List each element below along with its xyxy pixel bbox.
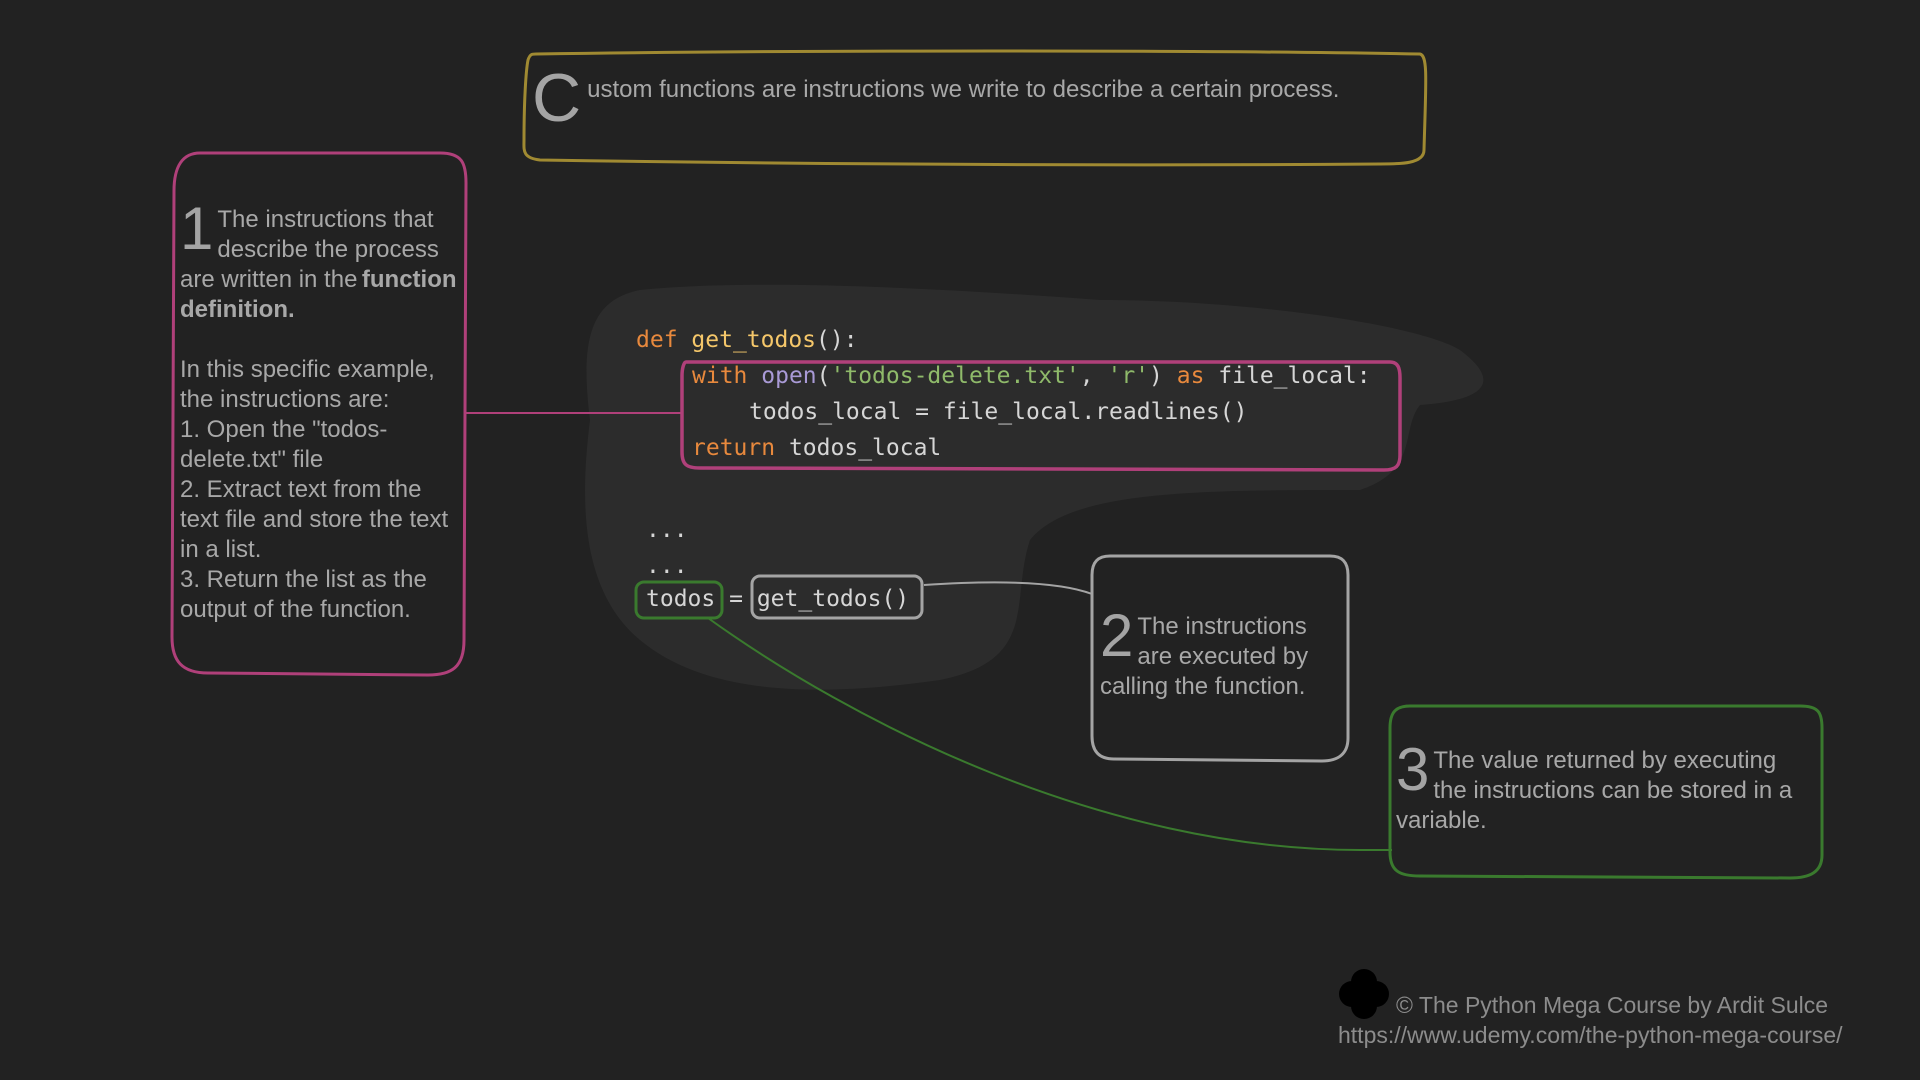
title-text: ustom functions are instructions we writ… [587,76,1340,103]
note1-step3: 3. Return the list as the output of the … [180,566,427,623]
note1-number: 1 [180,195,214,262]
code-def-rest: (): [816,327,858,353]
code-line-readlines: todos_local = file_local.readlines() [749,394,1248,430]
footer-url[interactable]: https://www.udemy.com/the-python-mega-co… [1338,1022,1843,1048]
code-file-var: file_local: [1218,363,1371,389]
code-def-keyword: def [636,327,678,353]
note2-box: 2 The instructions are executed by calli… [1100,602,1336,702]
code-assign-var: todos [646,586,716,612]
code-readlines-statement: todos_local = file_local.readlines() [749,399,1248,425]
code-ellipsis-2: ... [646,553,688,579]
code-with-keyword: with [692,363,748,389]
definition-box-border [680,360,1402,472]
note2-number: 2 [1100,602,1134,669]
note2-box-border [1090,554,1350,763]
code-mode-string: 'r' [1107,363,1150,389]
note1-box-border [170,151,468,677]
logo-icon [1339,969,1389,1019]
note2-text: The instructions are executed by calling… [1100,613,1309,700]
code-filename-string: 'todos-delete.txt' [830,363,1080,389]
code-line-def: def get_todos(): [636,322,858,358]
code-return-value: todos_local [788,435,942,461]
note1-intro: In this specific example, the instructio… [180,356,435,413]
code-line-with: with open('todos-delete.txt', 'r') as fi… [692,358,1371,394]
code-open-function: open [761,363,817,389]
call-box-border [750,574,924,620]
code-call: get_todos() [756,586,910,612]
code-func-name: get_todos [691,327,817,353]
code-paren-close: ) [1149,363,1163,389]
title-box: C ustom functions are instructions we wr… [532,60,1412,136]
todos-box-border [634,580,724,620]
note3-connector [707,617,1392,851]
note1-box: 1 The instructions that describe the pro… [180,195,458,625]
note2-connector [923,581,1093,595]
code-return-keyword: return [692,435,776,461]
note1-step1: 1. Open the "todos-delete.txt" file [180,416,388,473]
note1-lead: The instructions that describe the proce… [180,206,439,293]
note3-box-border [1388,704,1824,880]
code-comma: , [1079,363,1094,389]
code-ellipsis-1: ... [646,517,688,543]
code-equals: = [729,586,743,612]
note3-box: 3 The value returned by executing the in… [1396,736,1810,836]
note1-bold: function definition. [180,266,457,323]
title-box-border [522,49,1428,167]
note1-step2: 2. Extract text from the text file and s… [180,476,449,563]
code-area-blob [585,284,1484,690]
note3-text: The value returned by executing the inst… [1396,747,1793,834]
footer-copyright: © The Python Mega Course by Ardit Sulce [1396,992,1829,1018]
code-line-assign: todos = get_todos() [646,581,909,617]
note3-number: 3 [1396,736,1430,803]
code-line-return: return todos_local [692,430,941,466]
code-as-keyword: as [1176,363,1205,389]
title-initial: C [532,60,582,136]
code-paren-open: ( [816,363,831,389]
